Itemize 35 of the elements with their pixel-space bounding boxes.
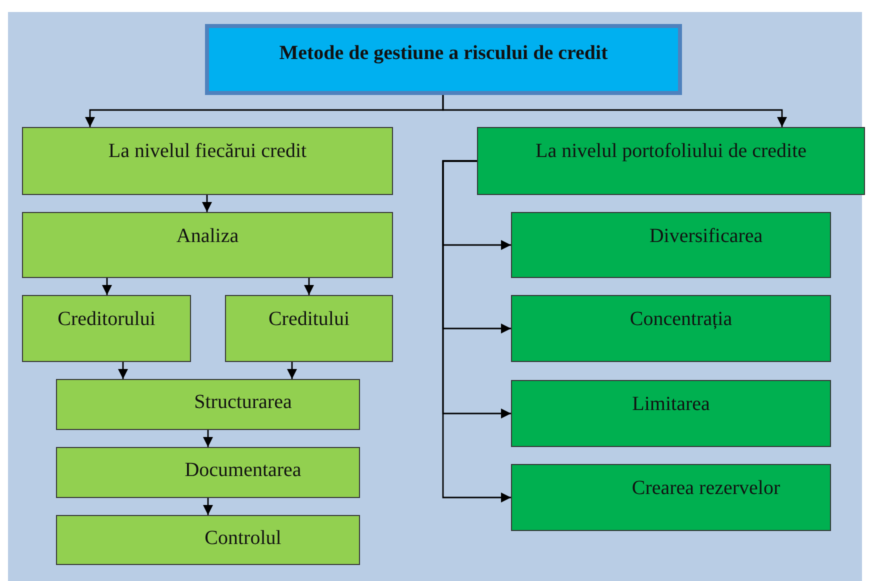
- box-label: Controlul: [204, 527, 282, 550]
- arrow: [202, 195, 212, 212]
- process-box: [56, 515, 360, 565]
- process-box: [56, 379, 360, 430]
- process-box: [511, 464, 831, 531]
- box-label: Metode de gestiune a riscului de credit: [278, 42, 609, 65]
- box-label: Structurarea: [193, 391, 293, 414]
- arrow: [203, 498, 213, 515]
- box-label: Creditului: [267, 308, 351, 331]
- process-box: [56, 447, 360, 498]
- box-label: La nivelul fiecărui credit: [107, 140, 308, 163]
- process-box: [225, 295, 393, 362]
- process-box: [511, 295, 831, 362]
- process-box: [22, 212, 393, 278]
- box-label: Creditorului: [56, 308, 156, 331]
- arrow: [203, 430, 213, 447]
- arrow: [442, 95, 787, 127]
- arrow: [287, 362, 297, 379]
- box-label: Limitarea: [631, 393, 711, 416]
- arrow: [442, 160, 511, 502]
- process-box: [22, 295, 191, 362]
- box-label: Concentrația: [628, 308, 734, 331]
- box-label: Crearea rezervelor: [630, 477, 782, 500]
- process-box: [22, 127, 393, 195]
- box-label: Analiza: [175, 225, 240, 248]
- box-label: Diversificarea: [648, 225, 764, 248]
- title-box: [205, 24, 682, 95]
- process-box: [511, 212, 831, 278]
- process-box: [511, 380, 831, 447]
- process-box: [477, 127, 865, 195]
- box-label: Documentarea: [184, 459, 302, 482]
- box-label: La nivelul portofoliului de credite: [534, 140, 808, 163]
- arrow: [118, 362, 128, 379]
- arrow: [304, 278, 314, 295]
- arrow: [102, 278, 112, 295]
